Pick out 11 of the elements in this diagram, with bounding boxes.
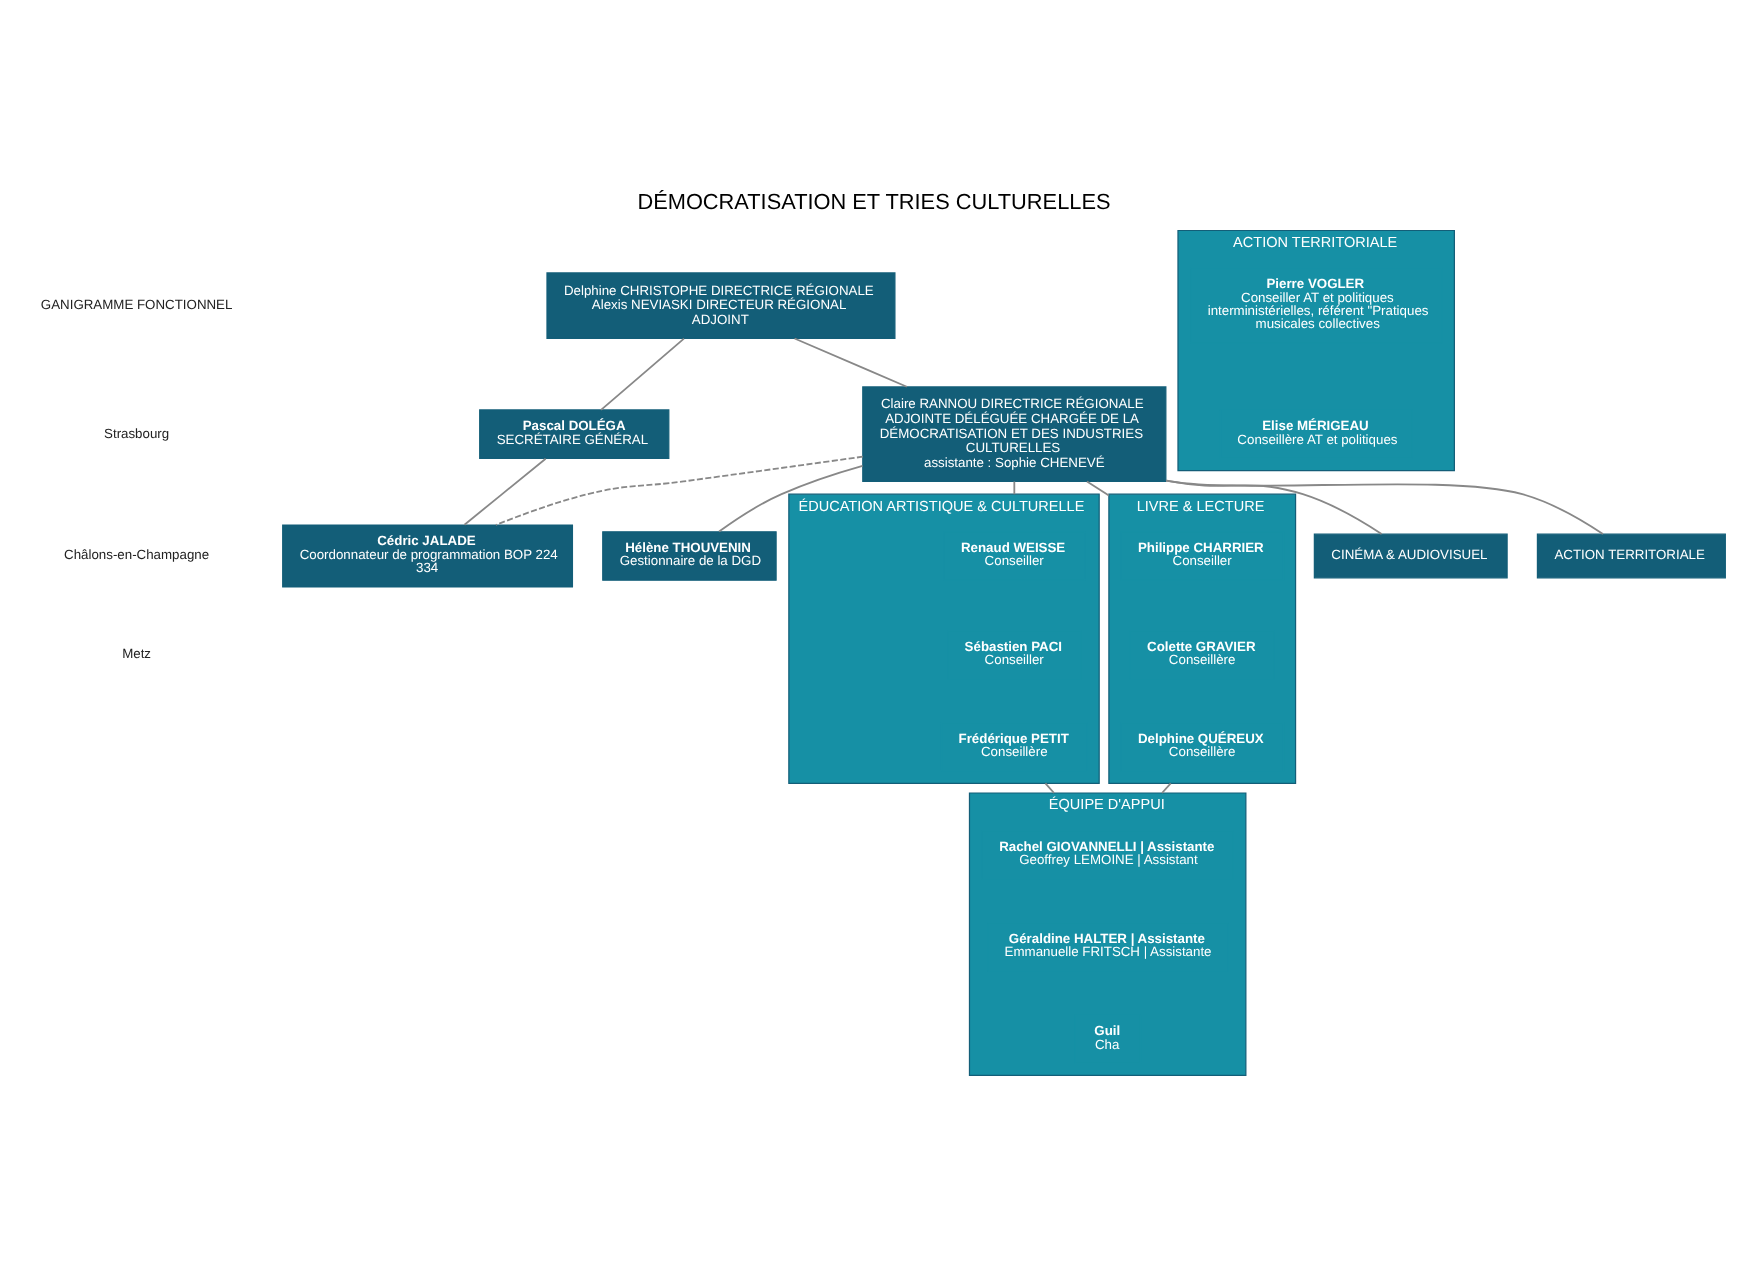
connector xyxy=(494,455,864,526)
connector xyxy=(1161,782,1172,794)
diagram-title: DÉMOCRATISATION ET TRIES CULTURELLES xyxy=(637,191,1111,216)
connector xyxy=(1086,480,1110,497)
connector xyxy=(793,337,908,388)
connector xyxy=(1044,782,1055,794)
connector xyxy=(718,464,864,533)
connector xyxy=(1165,479,1604,535)
connector xyxy=(600,337,685,411)
connector xyxy=(463,457,547,526)
connector xyxy=(1013,480,1016,496)
